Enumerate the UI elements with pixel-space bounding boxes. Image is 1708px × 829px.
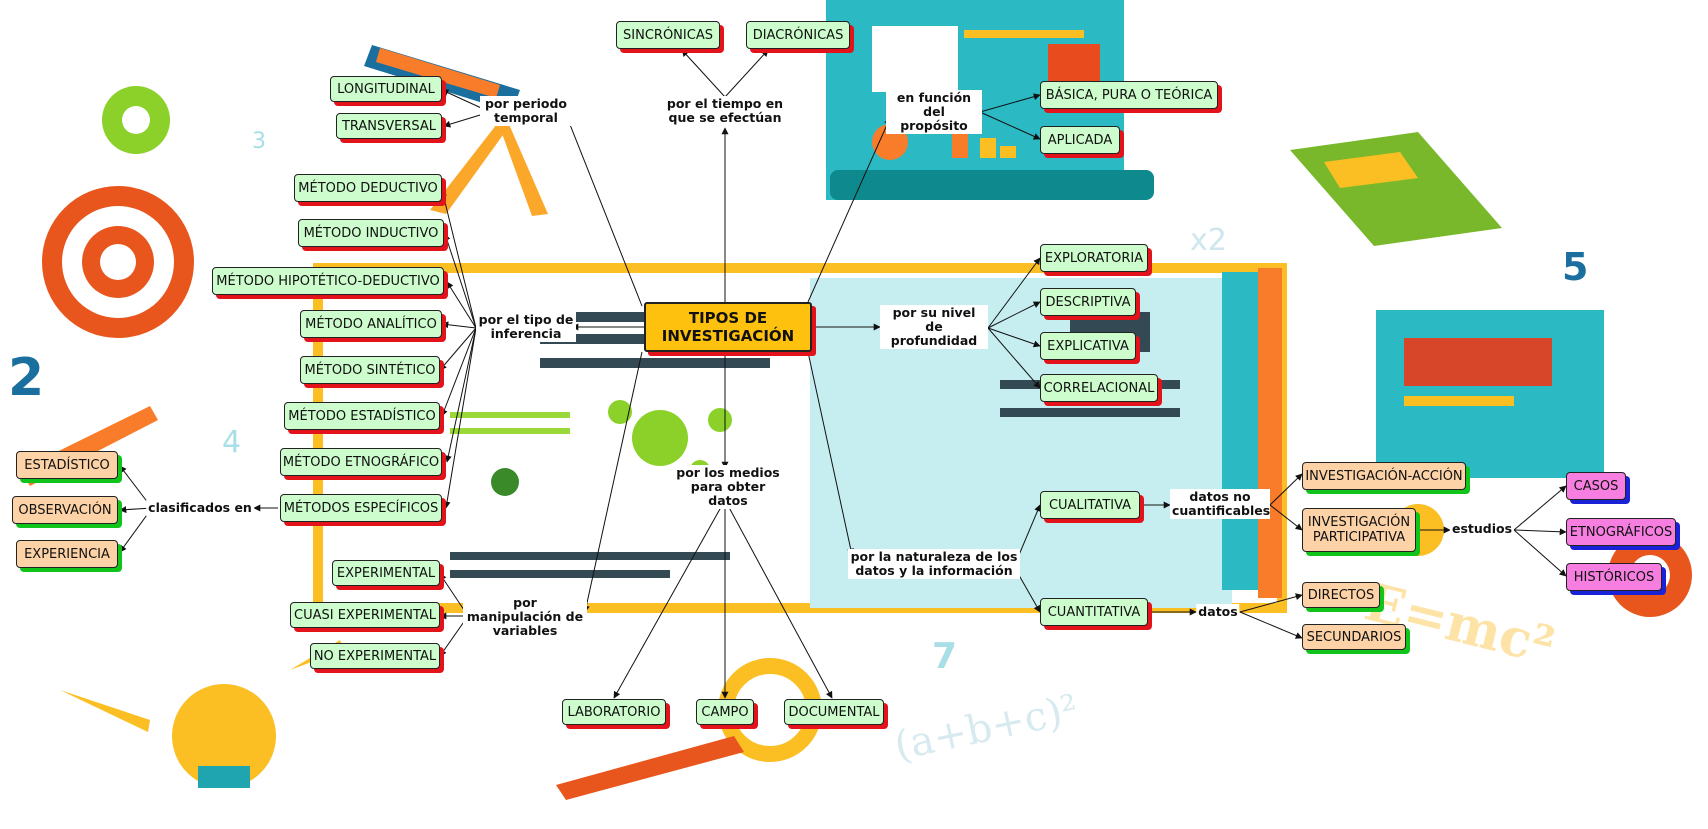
node-correlacional[interactable]: CORRELACIONAL — [1040, 374, 1158, 402]
node-longitudinal[interactable]: LONGITUDINAL — [330, 76, 442, 102]
node-etnograficos[interactable]: ETNOGRÁFICOS — [1566, 518, 1676, 546]
label-manipulacion: por manipulación de variables — [463, 595, 587, 639]
node-experimental[interactable]: EXPERIMENTAL — [332, 560, 440, 586]
node-cuantitativa[interactable]: CUANTITATIVA — [1040, 598, 1148, 626]
node-secundarios[interactable]: SECUNDARIOS — [1302, 624, 1406, 650]
decor-text: 4 — [222, 425, 241, 460]
decor-text: x2 — [1190, 223, 1227, 258]
node-metodo-analitico[interactable]: MÉTODO ANALÍTICO — [300, 310, 442, 338]
label-medios: por los medios para obter datos — [667, 465, 789, 509]
node-metodo-hipotetico-deductivo[interactable]: MÉTODO HIPOTÉTICO-DEDUCTIVO — [212, 267, 444, 295]
node-descriptiva[interactable]: DESCRIPTIVA — [1040, 288, 1136, 316]
node-documental[interactable]: DOCUMENTAL — [784, 699, 884, 725]
molecule-icon — [632, 410, 688, 466]
label-naturaleza: por la naturaleza de los datos y la info… — [848, 549, 1020, 579]
node-exploratoria[interactable]: EXPLORATORIA — [1040, 244, 1148, 272]
label-tiempo: por el tiempo en que se efectúan — [655, 96, 795, 126]
link — [564, 111, 643, 307]
board-line — [1000, 408, 1180, 417]
board-line — [540, 358, 770, 368]
node-metodo-etnografico[interactable]: MÉTODO ETNOGRÁFICO — [280, 448, 442, 476]
center-node-title: TIPOS DE INVESTIGACIÓN — [661, 309, 795, 345]
light-bulb-icon — [172, 684, 276, 788]
node-investigacion-participativa[interactable]: INVESTIGACIÓN PARTICIPATIVA — [1302, 508, 1416, 552]
label-inferencia: por el tipo de inferencia — [476, 312, 576, 342]
board-line — [450, 570, 670, 578]
label-periodo-temporal: por periodo temporal — [480, 96, 572, 126]
label-datos-no-cuantificables: datos no cuantificables — [1170, 489, 1271, 519]
label-estudios: estudios — [1449, 521, 1515, 537]
node-campo[interactable]: CAMPO — [696, 699, 754, 725]
link — [807, 117, 891, 303]
decor-text: 3 — [252, 129, 266, 154]
node-no-experimental[interactable]: NO EXPERIMENTAL — [310, 643, 440, 669]
node-metodo-estadistico[interactable]: MÉTODO ESTADÍSTICO — [284, 402, 440, 430]
node-transversal[interactable]: TRANSVERSAL — [336, 113, 442, 139]
board-line — [450, 412, 570, 418]
link — [582, 351, 643, 613]
node-cuasi-experimental[interactable]: CUASI EXPERIMENTAL — [290, 602, 440, 628]
node-laboratorio[interactable]: LABORATORIO — [562, 699, 666, 725]
node-estadistico[interactable]: ESTADÍSTICO — [16, 451, 118, 479]
node-metodos-especificos[interactable]: MÉTODOS ESPECÍFICOS — [280, 494, 442, 522]
decor-text: 2 — [8, 348, 44, 408]
decor-text: 7 — [932, 636, 957, 677]
node-cualitativa[interactable]: CUALITATIVA — [1040, 491, 1140, 519]
node-aplicada[interactable]: APLICADA — [1040, 126, 1120, 154]
label-datos: datos — [1196, 604, 1240, 620]
node-historicos[interactable]: HISTÓRICOS — [1566, 563, 1662, 591]
node-directos[interactable]: DIRECTOS — [1302, 582, 1380, 608]
label-profundidad: por su nivel de profundidad — [880, 305, 988, 349]
label-clasificados-en: clasificados en — [146, 500, 254, 516]
node-diacronicas[interactable]: DIACRÓNICAS — [746, 21, 850, 49]
node-explicativa[interactable]: EXPLICATIVA — [1040, 332, 1136, 360]
node-metodo-deductivo[interactable]: MÉTODO DEDUCTIVO — [294, 174, 442, 202]
node-investigacion-accion[interactable]: INVESTIGACIÓN-ACCIÓN — [1302, 462, 1466, 490]
label-proposito: en función del propósito — [886, 90, 982, 134]
board-side — [1258, 268, 1282, 598]
board-line — [450, 552, 730, 560]
node-metodo-inductivo[interactable]: MÉTODO INDUCTIVO — [298, 219, 444, 247]
node-sincronicas[interactable]: SINCRÓNICAS — [616, 21, 720, 49]
center-node-tipos-de-investigacion[interactable]: TIPOS DE INVESTIGACIÓN — [644, 302, 812, 352]
node-experiencia[interactable]: EXPERIENCIA — [16, 540, 118, 568]
node-basica[interactable]: BÁSICA, PURA O TEÓRICA — [1040, 81, 1218, 109]
decor-text: 5 — [1562, 245, 1588, 289]
node-observacion[interactable]: OBSERVACIÓN — [12, 496, 118, 524]
board-edge — [1222, 272, 1258, 590]
molecule-small-icon — [491, 468, 519, 496]
node-metodo-sintetico[interactable]: MÉTODO SINTÉTICO — [300, 356, 440, 384]
node-casos[interactable]: CASOS — [1566, 472, 1626, 500]
link — [807, 351, 855, 556]
board-line — [450, 428, 570, 434]
